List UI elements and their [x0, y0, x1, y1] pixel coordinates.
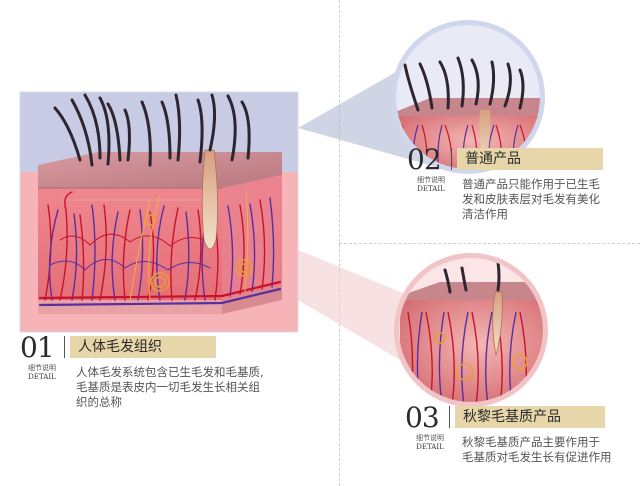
section-number-03: 03: [405, 401, 440, 434]
section-number-01: 01: [20, 331, 55, 364]
section-title-ordinary-product: 普通产品: [457, 148, 603, 170]
section-description-01: 人体毛发系统包含已生毛发和毛基质,毛基质是表皮内一切毛发生长相关组织的总称: [76, 365, 264, 409]
section-description-03: 秋黎毛基质产品主要作用于毛基质对毛发生长有促进作用: [462, 435, 612, 464]
section-separator: [64, 336, 65, 358]
section-title-matrix-product: 秋黎毛基质产品: [455, 406, 605, 428]
hairs: [53, 93, 251, 167]
section-description-02: 普通产品只能作用于已生毛发和皮肤表层对毛发有美化清洁作用: [462, 177, 600, 221]
section-number-02: 02: [407, 143, 442, 176]
hair-follicle: [201, 149, 218, 250]
section-title-human-hair: 人体毛发组织: [70, 336, 216, 358]
section-separator: [451, 148, 452, 170]
zoom-cone-bottom: [298, 250, 420, 360]
epidermis-top: [38, 152, 282, 188]
section-separator: [449, 406, 450, 428]
horizontal-divider: [339, 243, 640, 244]
